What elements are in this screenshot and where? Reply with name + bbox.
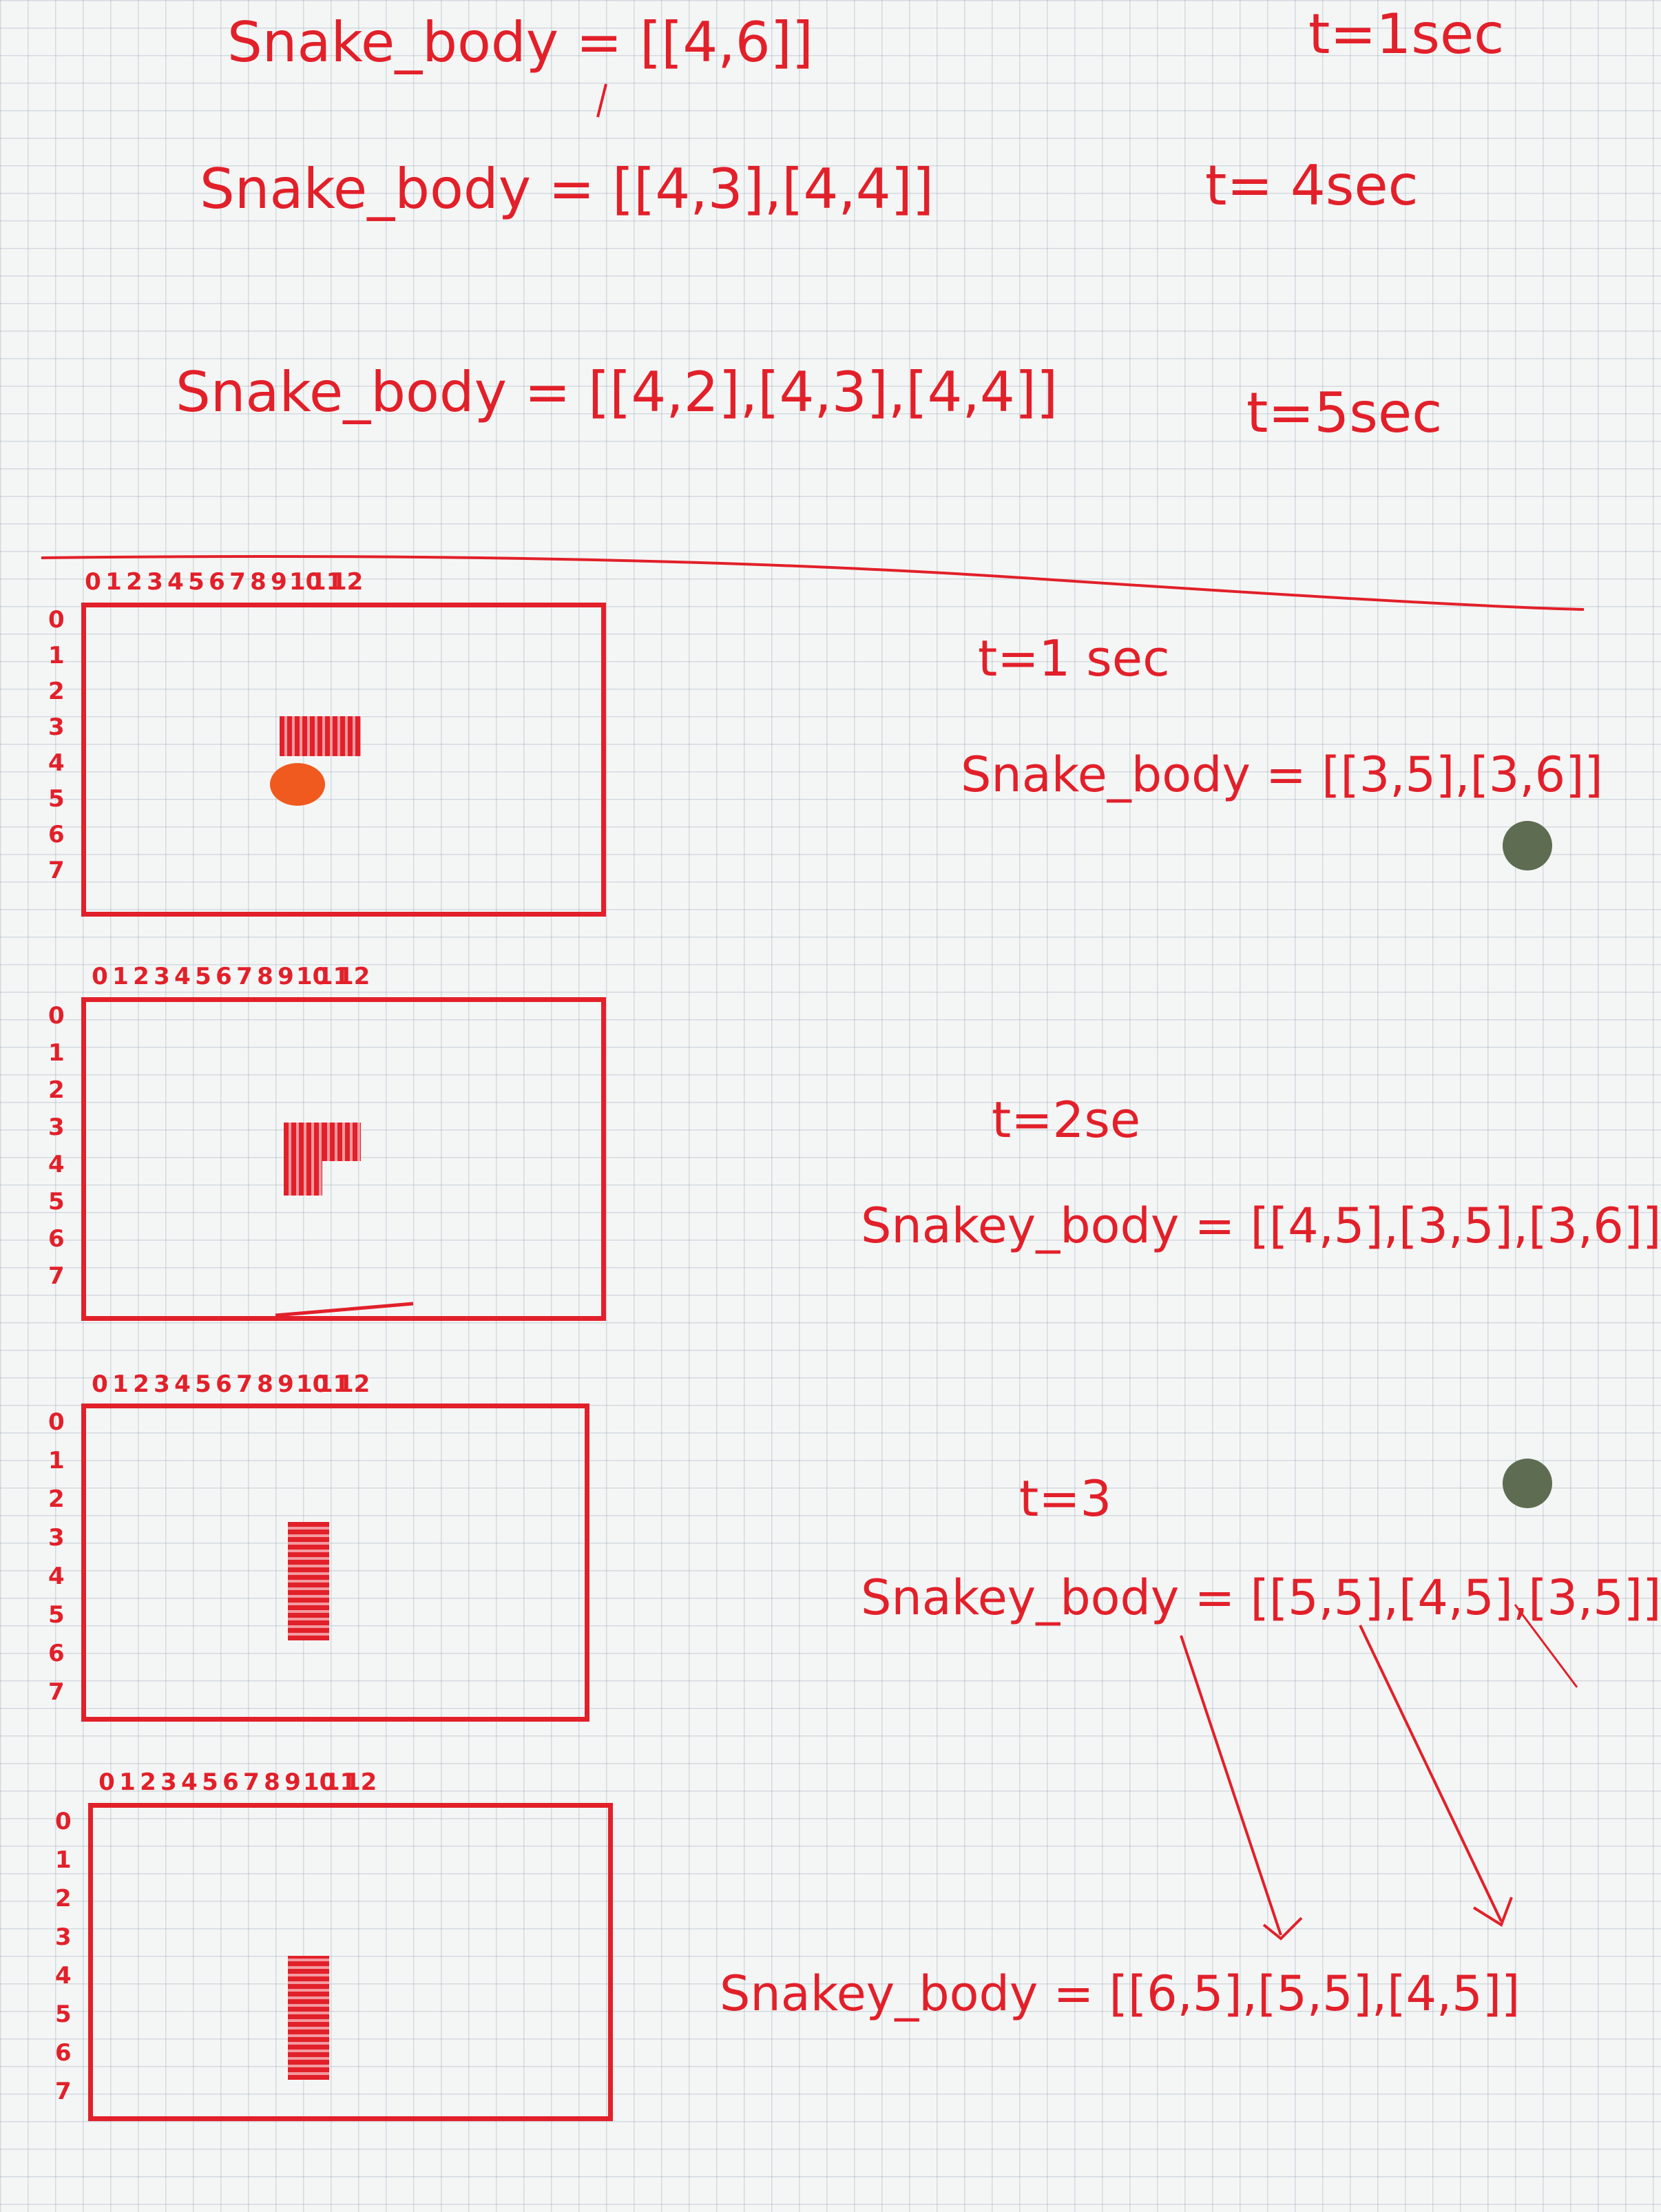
board-3 bbox=[81, 1404, 589, 1722]
board-2-snake-segment-1 bbox=[284, 1123, 322, 1161]
tick-mark bbox=[596, 83, 607, 118]
arrow-head-2 bbox=[1472, 1897, 1513, 1927]
board-2-snake-segment-2 bbox=[322, 1123, 361, 1161]
board-4 bbox=[88, 1803, 613, 2121]
board-1-food bbox=[270, 763, 325, 806]
frame-3-time: t=3 bbox=[1019, 1470, 1112, 1527]
stray-line bbox=[1514, 1604, 1578, 1688]
board-2-snake-segment-3 bbox=[284, 1161, 322, 1196]
note-2-text: Snake_body = [[4,3],[4,4]] bbox=[200, 157, 934, 221]
frame-4-text: Snakey_body = [[6,5],[5,5],[4,5]] bbox=[720, 1965, 1521, 2022]
note-3-text: Snake_body = [[4,2],[4,3],[4,4]] bbox=[176, 360, 1058, 424]
board-3-snake-body bbox=[288, 1522, 329, 1640]
note-1-time: t=1sec bbox=[1308, 2, 1505, 66]
punch-hole-bottom bbox=[1503, 1459, 1552, 1508]
arrow-line-2 bbox=[1359, 1625, 1503, 1922]
board-1 bbox=[81, 603, 606, 917]
board-1-snake-body bbox=[280, 716, 361, 756]
frame-2-time: t=2se bbox=[992, 1091, 1141, 1149]
note-1-text: Snake_body = [[4,6]] bbox=[227, 10, 814, 74]
punch-hole-top bbox=[1503, 821, 1552, 870]
frame-2-text: Snakey_body = [[4,5],[3,5],[3,6]] bbox=[861, 1198, 1661, 1254]
arrow-line-1 bbox=[1180, 1635, 1282, 1936]
frame-1-time: t=1 sec bbox=[978, 629, 1170, 687]
arrow-head-1 bbox=[1262, 1917, 1303, 1941]
note-2-time: t= 4sec bbox=[1205, 154, 1419, 218]
frame-3-text: Snakey_body = [[5,5],[4,5],[3,5]] bbox=[861, 1569, 1661, 1626]
divider-line bbox=[41, 555, 1585, 611]
board-2-underline bbox=[275, 1302, 414, 1317]
board-2 bbox=[81, 997, 606, 1321]
board-4-snake-body bbox=[288, 1956, 329, 2080]
note-3-time: t=5sec bbox=[1246, 381, 1443, 445]
frame-1-text: Snake_body = [[3,5],[3,6]] bbox=[961, 747, 1603, 803]
